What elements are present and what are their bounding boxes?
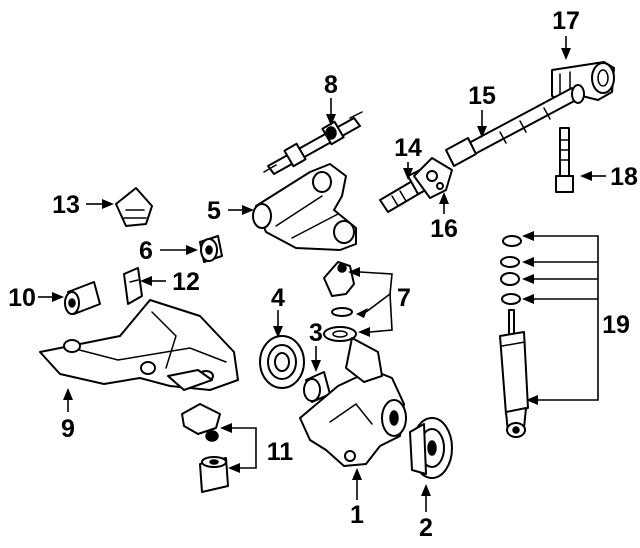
callout-8: 8 [324,71,338,99]
part-18-bolt [555,127,574,193]
callout-4: 4 [271,284,285,312]
part-7-ball-joint [323,261,357,342]
part-11-ball-joint [181,403,229,493]
callout-3: 3 [309,319,323,347]
part-3-bushing [303,371,331,403]
part-15-bar [445,84,585,167]
part-1-knuckle [299,337,407,467]
callout-7: 7 [397,284,411,312]
part-9-crossmember [39,299,239,391]
callout-12: 12 [172,268,200,296]
part-13-boot [115,187,153,227]
part-19-shock-absorber [499,235,529,438]
part-10-bushing [64,281,101,315]
callout-17: 17 [552,7,580,35]
part-4-bearing [259,335,305,389]
callout-2: 2 [419,514,433,542]
part-5-upper-arm [252,163,357,251]
callout-5: 5 [207,197,221,225]
callout-18: 18 [610,163,638,191]
leader-lines [38,36,606,512]
callout-9: 9 [61,415,75,443]
callout-11: 11 [267,438,294,466]
part-12-strap [123,267,143,305]
callout-13: 13 [52,191,80,219]
callout-14: 14 [394,134,422,162]
callout-1: 1 [350,501,364,529]
callout-19: 19 [602,311,630,339]
part-16-plate [413,157,453,199]
part-6-bushing [199,235,223,263]
callout-6: 6 [139,237,153,265]
part-8-shaft [263,111,363,175]
callout-15: 15 [468,82,496,110]
callout-10: 10 [8,284,36,312]
part-2-hub [409,417,453,479]
callout-16: 16 [430,215,458,243]
